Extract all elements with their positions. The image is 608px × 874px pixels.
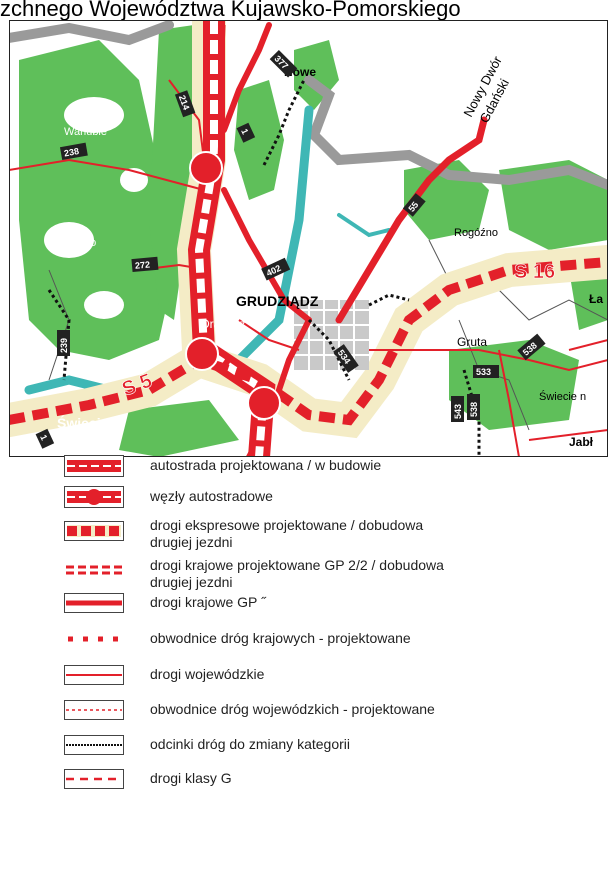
legend-label: odcinki dróg do zmiany kategorii	[150, 736, 350, 752]
legend-row-national-gp: drogi krajowe GP ˝	[0, 593, 608, 623]
legend-label: drogi klasy G	[150, 770, 232, 786]
label-swiecie-n: Świecie n	[539, 390, 586, 403]
legend-label: autostrada projektowana / w budowie	[150, 457, 382, 473]
road-number-shields: 377 214 238 1 55 272 402 534 538 239 533…	[35, 49, 546, 449]
legend-row-expressways: drogi ekspresowe projektowane / dobudowa…	[0, 517, 608, 553]
label-la: Ła	[589, 292, 603, 306]
shield-543: 543	[453, 404, 463, 419]
label-rogozno: Rogóźno	[454, 227, 498, 239]
legend-row-national-bypasses: obwodnice dróg krajowych - projektowane	[0, 629, 608, 659]
legend-label-line2: drugiej jezdni	[150, 574, 233, 590]
legend-symbol-voivodeship	[64, 665, 124, 685]
legend-row-motorway: autostrada projektowana / w budowie	[0, 455, 608, 485]
label-warlubie: Warlubie	[64, 126, 107, 138]
legend-symbol-class-g	[64, 769, 124, 789]
regional-road-map[interactable]: Nowe Nowy Dwór Gdański Warlubie Jeżewo R…	[9, 20, 608, 457]
label-swiecie: Świecie	[57, 414, 109, 431]
legend-symbol-national-planned	[66, 565, 122, 575]
voivodeship-border	[9, 20, 608, 190]
legend-label: obwodnice dróg krajowych - projektowane	[150, 630, 411, 646]
shield-1-north: 1	[239, 127, 250, 136]
legend-label: węzły autostradowe	[150, 488, 273, 504]
shield-533: 533	[476, 367, 491, 377]
roads-category-change	[47, 79, 481, 457]
legend-symbol-expressways	[64, 521, 124, 541]
shield-239: 239	[59, 338, 69, 353]
legend-symbol-category-change	[64, 735, 124, 755]
legend-symbol-national-gp	[64, 593, 124, 613]
shield-538b: 538	[469, 402, 479, 417]
shield-1-south: 1	[38, 433, 49, 442]
legend-row-voivodeship: drogi wojewódzkie	[0, 665, 608, 695]
label-grudziadz: GRUDZIĄDZ	[236, 293, 319, 309]
legend-symbol-voivodeship-bypasses	[64, 700, 124, 720]
label-dragacz: Dragacz	[201, 317, 246, 331]
shield-214: 214	[177, 94, 192, 112]
legend-label: drogi ekspresowe projektowane / dobudowa	[150, 517, 424, 533]
label-jabl: Jabł	[569, 435, 594, 449]
legend-symbol-junctions	[64, 486, 124, 508]
legend-label-line2: drugiej jezdni	[150, 534, 233, 550]
expressway-s5-s16	[9, 257, 608, 426]
page-title: zchnego Województwa Kujawsko-Pomorskiego	[0, 0, 461, 20]
shield-55: 55	[406, 200, 420, 214]
legend-row-national-planned: drogi krajowe projektowane GP 2/2 / dobu…	[0, 557, 608, 593]
shield-238: 238	[63, 146, 80, 158]
legend-row-voivodeship-bypasses: obwodnice dróg wojewódzkich - projektowa…	[0, 700, 608, 730]
legend-symbol-motorway	[64, 455, 124, 477]
motorway-junctions	[185, 151, 281, 420]
legend-label: drogi krajowe projektowane GP 2/2 / dobu…	[150, 557, 444, 573]
legend-label: obwodnice dróg wojewódzkich - projektowa…	[150, 701, 435, 717]
legend-symbol-national-bypasses	[68, 636, 122, 642]
shield-272: 272	[135, 259, 151, 270]
legend-row-junctions: węzły autostradowe	[0, 486, 608, 516]
legend-row-class-g: drogi klasy G	[0, 769, 608, 799]
label-gruta: Gruta	[457, 335, 487, 349]
legend-label: drogi wojewódzkie	[150, 666, 265, 682]
label-jezewo: Jeżewo	[59, 237, 96, 249]
legend-label: drogi krajowe GP ˝	[150, 594, 266, 610]
clearings	[44, 97, 148, 319]
label-s16: S 16	[514, 261, 555, 283]
legend-row-category-change: odcinki dróg do zmiany kategorii	[0, 735, 608, 765]
voivodeship-roads	[9, 79, 608, 457]
grudziadz-city	[294, 300, 369, 370]
